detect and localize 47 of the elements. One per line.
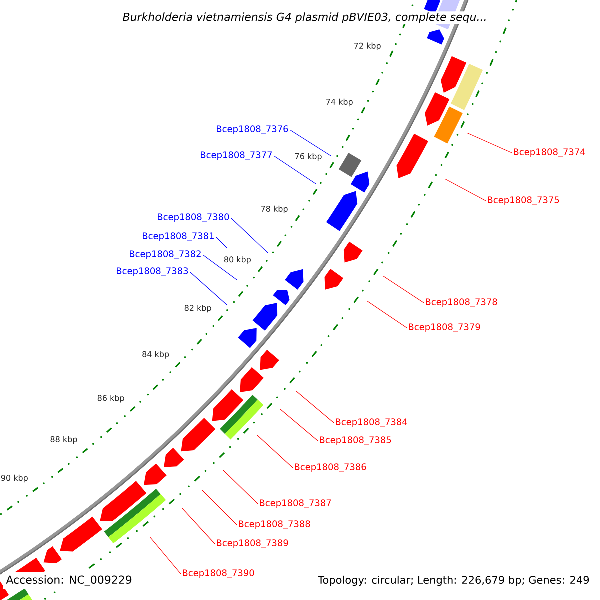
scale-label: 78 kbp [261, 206, 288, 214]
leader-line [274, 156, 316, 184]
gene-label: Bcep1808_7379 [409, 324, 480, 332]
leader-line [366, 300, 408, 328]
leader-line [150, 536, 182, 574]
gene-label: Bcep1808_7384 [336, 418, 408, 428]
gene-label: Bcep1808_7375 [488, 196, 560, 206]
gene-label: Bcep1808_7385 [320, 436, 392, 446]
gene-label: Bcep1808_7383 [117, 268, 188, 276]
scale-label: 72 kbp [354, 42, 381, 51]
leader-line [466, 132, 512, 154]
gene-label: Bcep1808_7382 [130, 250, 201, 260]
leader-line [216, 236, 228, 248]
leader-line [290, 130, 332, 156]
gene-label: Bcep1808_7377 [201, 152, 272, 160]
leader-line [256, 434, 294, 468]
leader-line [222, 470, 258, 504]
scale-label: 84 kbp [142, 351, 170, 359]
leader-line [280, 408, 318, 442]
scale-label: 90 kbp [1, 474, 28, 483]
leader-line [202, 254, 238, 280]
leader-line [182, 508, 216, 544]
leader-line [190, 272, 228, 306]
gene-label: Bcep1808_7390 [183, 570, 254, 578]
scale-label: 80 kbp [224, 256, 251, 264]
scale-label: 82 kbp [184, 304, 212, 313]
gene-label: Bcep1808_7378 [426, 298, 498, 308]
gene-label: Bcep1808_7386 [295, 464, 366, 472]
title: Burkholderia vietnamiensis G4 plasmid pBVIE03, complete sequ... [122, 12, 488, 24]
leader-line [296, 390, 334, 424]
scale-label: 88 kbp [50, 436, 78, 444]
leader-line [202, 490, 238, 526]
gene-label: Bcep1808_7380 [158, 214, 230, 222]
leader-line [382, 276, 424, 304]
gene-label: Bcep1808_7387 [260, 500, 332, 508]
scale-label: 86 kbp [98, 395, 124, 403]
scale-label: 74 kbp [326, 98, 353, 107]
gene-label: Bcep1808_7376 [217, 126, 288, 134]
summary-label: Topology: circular; Length: 226,679 bp; Genes: 249 [316, 574, 592, 588]
gene-label: Bcep1808_7389 [217, 540, 288, 548]
accession-label: Accession: NC_009229 [3, 572, 136, 590]
gene-label: Bcep1808_7381 [143, 232, 214, 242]
gene-label: Bcep1808_7388 [239, 520, 310, 530]
gene-label: Bcep1808_7374 [514, 148, 586, 158]
leader-line [444, 178, 486, 202]
leader-line [230, 218, 268, 254]
scale-label: 76 kbp [295, 153, 322, 161]
